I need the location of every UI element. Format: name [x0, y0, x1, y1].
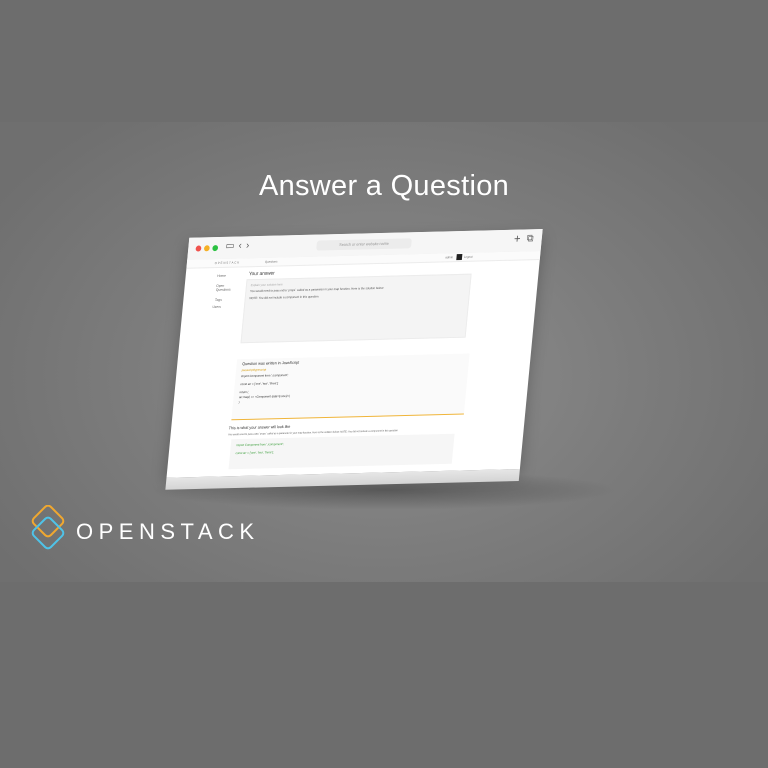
code-line: const arr = ['one', 'two', 'three'];	[240, 381, 279, 387]
code-line: import Component from './component';	[240, 372, 289, 379]
code-line: )	[238, 400, 240, 405]
avatar[interactable]	[456, 253, 463, 261]
openstack-logo-icon	[31, 505, 65, 550]
answer-hint: Explain your solution here	[250, 282, 283, 288]
answer-line-1: You would need to pass extra `props` cal…	[249, 285, 385, 294]
main-content: Your answer Explain your solution here Y…	[224, 260, 528, 476]
preview-code-line: import Component from './component';	[236, 441, 284, 448]
brand-wordmark: OPENSTACK	[76, 519, 260, 544]
close-dot-icon[interactable]	[195, 245, 202, 252]
logout-link[interactable]: Logout	[463, 254, 473, 259]
tabs-overview-icon[interactable]: ⧉	[526, 233, 535, 245]
code-line: arr.map(i => <Component data={i.one}/>)	[238, 393, 291, 400]
nav-brand[interactable]: OPENSTACK	[214, 260, 241, 266]
new-tab-icon[interactable]: +	[513, 231, 522, 246]
nav-username: admin	[445, 255, 454, 260]
question-card: Question was written in JavaScript javas…	[231, 353, 470, 421]
sidebar-item-users[interactable]: Users	[212, 304, 222, 310]
preview-title: This is what your answer will look like	[228, 423, 291, 431]
nav-questions[interactable]: Questions	[264, 259, 278, 264]
your-answer-title: Your answer	[248, 270, 275, 278]
answer-line-2: NOTE: You did not include a component in…	[249, 294, 319, 301]
question-title: Question was written in JavaScript	[242, 359, 300, 367]
maximize-dot-icon[interactable]	[212, 245, 219, 252]
sidebar-item-tags[interactable]: Tags	[214, 297, 223, 302]
browser-mockup: ▭ ‹ › Search or enter website name + ⧉ O…	[156, 229, 552, 490]
sidebar-item-home[interactable]: Home	[217, 273, 227, 278]
preview-code-line: const arr = ['one', 'two', 'three'];	[235, 450, 274, 456]
sidebar-toggle-icon[interactable]: ▭	[225, 240, 235, 252]
preview-code: import Component from './component'; con…	[228, 433, 455, 470]
answer-editor[interactable]: Explain your solution here You would nee…	[240, 273, 472, 344]
code-line: return (	[239, 389, 249, 395]
bottom-band	[0, 582, 768, 768]
forward-icon[interactable]: ›	[245, 240, 250, 252]
top-band	[0, 0, 768, 122]
browser-window: ▭ ‹ › Search or enter website name + ⧉ O…	[166, 229, 543, 478]
minimize-dot-icon[interactable]	[203, 245, 210, 252]
back-icon[interactable]: ‹	[238, 240, 243, 252]
sidebar-item-open-questions[interactable]: Open Questions	[215, 283, 231, 292]
headline: Answer a Question	[258, 170, 510, 202]
url-bar[interactable]: Search or enter website name	[316, 238, 412, 251]
code-line: javascript/typescript	[241, 367, 267, 373]
